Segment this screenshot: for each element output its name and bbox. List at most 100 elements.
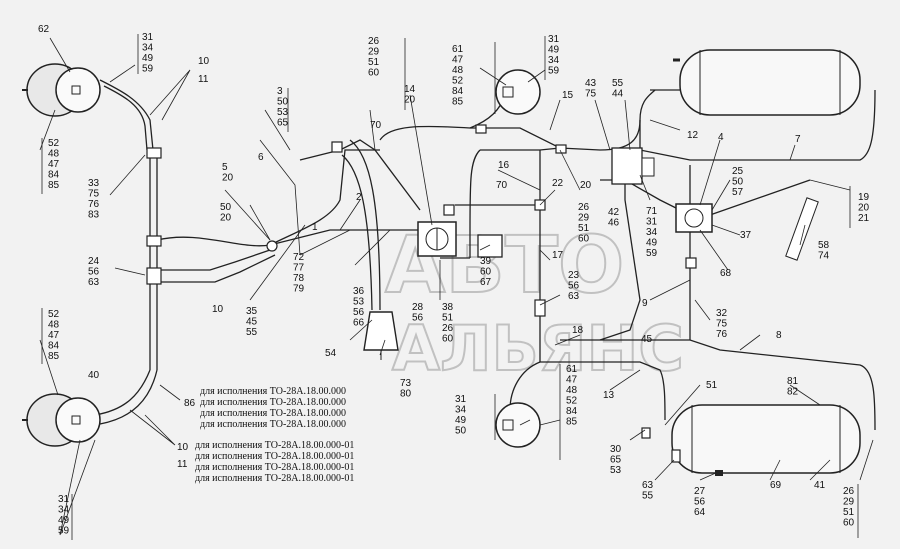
callout-line: 52 <box>48 309 60 320</box>
callout-line: 32 <box>716 308 728 319</box>
callout-line: 85 <box>48 180 60 191</box>
callout-line: 64 <box>694 507 706 518</box>
callout-line: 61 <box>452 44 464 55</box>
version-notes: для исполнения ТО-28А.18.00.000 для испо… <box>195 386 354 484</box>
callout-line: 56 <box>88 267 100 278</box>
callout-c69: 69 <box>770 480 782 491</box>
callout-line: 8 <box>776 330 782 341</box>
callout-line: 44 <box>612 89 624 100</box>
callout-line: 85 <box>452 97 464 108</box>
callout-line: 51 <box>843 507 855 518</box>
callout-line: 37 <box>740 230 752 241</box>
callout-c54: 54 <box>325 348 337 359</box>
callout-line: 77 <box>293 263 305 274</box>
pipe-upper-center <box>299 139 421 211</box>
callout-line: 9 <box>642 298 648 309</box>
callout-line: 85 <box>48 351 60 362</box>
fitting-5 <box>266 240 278 252</box>
callout-line: 56 <box>568 281 580 292</box>
control-valve-right <box>675 203 713 233</box>
callout-line: 5 <box>222 162 228 173</box>
callout-line: 18 <box>572 325 584 336</box>
callout-line: 31 <box>455 394 467 405</box>
note-1: для исполнения ТО-28А.18.00.000 <box>200 386 346 397</box>
callout-line: 59 <box>58 526 70 537</box>
pipe-mid-upper <box>480 147 561 151</box>
callout-line: 4 <box>718 132 724 143</box>
note-2: для исполнения ТО-28А.18.00.000 <box>200 397 346 408</box>
pipe-12 <box>639 89 656 121</box>
watermark-line2: АЛЬЯНС <box>392 312 684 385</box>
callout-line: 84 <box>566 406 578 417</box>
pipe-lower-right <box>539 350 666 421</box>
callout-line: 17 <box>552 250 564 261</box>
callout-line: 28 <box>412 302 424 313</box>
callout-line: 76 <box>716 329 728 340</box>
callout-line: 48 <box>48 149 60 160</box>
callout-c86: 86 <box>184 398 196 409</box>
relay-valve <box>477 234 503 258</box>
callout-line: 47 <box>48 159 60 170</box>
callout-line: 34 <box>455 405 467 416</box>
callout-line: 48 <box>452 65 464 76</box>
callout-line: 49 <box>142 53 154 64</box>
callout-line: 49 <box>548 45 560 56</box>
callout-line: 14 <box>404 84 416 95</box>
callout-line: 50 <box>220 202 232 213</box>
callout-line: 47 <box>566 375 578 386</box>
callout-line: 31 <box>548 34 560 45</box>
pipe-to-center <box>269 149 380 246</box>
pipe-spine-mid-2 <box>157 254 276 283</box>
callout-line: 47 <box>48 330 60 341</box>
callout-line: 49 <box>646 238 658 249</box>
callout-line: 63 <box>642 480 654 491</box>
callout-c6: 6 <box>258 152 264 163</box>
callout-line: 31 <box>58 494 70 505</box>
callout-c37: 37 <box>740 230 752 241</box>
callout-line: 35 <box>246 306 258 317</box>
callout-line: 39 <box>480 256 492 267</box>
note-8: для исполнения ТО-28А.18.00.000-01 <box>195 473 354 484</box>
callout-line: 16 <box>498 160 510 171</box>
callout-line: 70 <box>370 120 382 131</box>
fitting-15 <box>555 144 567 154</box>
callout-line: 75 <box>716 319 728 330</box>
callout-line: 73 <box>400 378 412 389</box>
callout-line: 56 <box>412 313 424 324</box>
callout-line: 2 <box>356 192 362 203</box>
fitting-tee-24 <box>146 267 162 285</box>
callout-line: 60 <box>480 267 492 278</box>
callout-line: 49 <box>58 515 70 526</box>
air-tank-upper <box>673 49 861 116</box>
callout-line: 57 <box>732 187 744 198</box>
callout-line: 81 <box>787 376 799 387</box>
callout-line: 61 <box>566 364 578 375</box>
callout-line: 19 <box>858 192 870 203</box>
callout-line: 10 <box>177 442 189 453</box>
callout-c16: 16 <box>498 160 510 171</box>
callout-line: 34 <box>548 55 560 66</box>
callout-line: 66 <box>353 318 365 329</box>
callout-line: 75 <box>88 189 100 200</box>
callout-line: 20 <box>404 95 416 106</box>
brake-chamber-bottom-center <box>495 402 541 448</box>
callout-c13: 13 <box>603 390 615 401</box>
callout-line: 29 <box>368 47 380 58</box>
callout-line: 51 <box>706 380 718 391</box>
